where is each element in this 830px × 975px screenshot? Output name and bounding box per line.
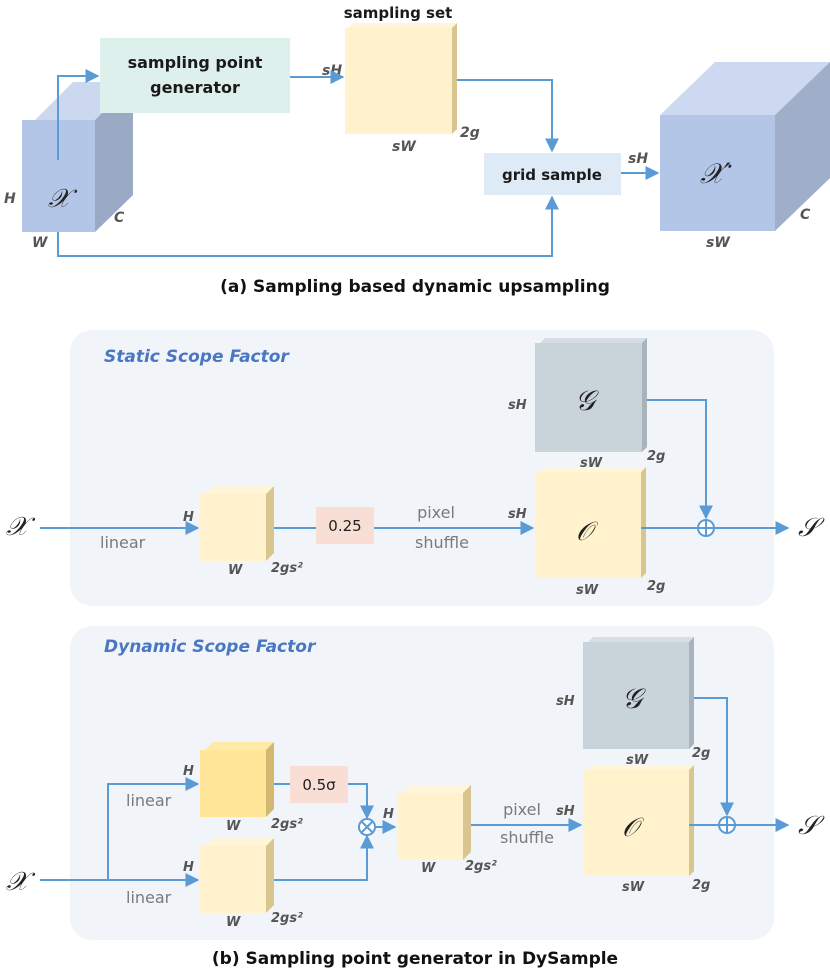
dynamic-bottom-h-label: H: [183, 860, 194, 875]
input-h-label: H: [4, 191, 16, 207]
dynamic-linear-bottom-label: linear: [126, 888, 172, 907]
input-w-label: W: [32, 235, 48, 251]
sampling-set-2g-label: 2g: [460, 125, 480, 141]
grid-sample-sh-label: sH: [628, 151, 648, 167]
dynamic-arrow-factor-to-mul: [348, 783, 374, 820]
dynamic-arrow-g-to-sum: [694, 697, 734, 817]
dynamic-g-sw-label: sW: [626, 753, 649, 768]
dynamic-o-sw-label: sW: [622, 880, 645, 895]
dynamic-o-cube: [583, 765, 694, 876]
dynamic-output-symbol: 𝒮: [798, 811, 825, 841]
dynamic-top-c-label: 2gs²: [271, 817, 303, 832]
dynamic-top-h-label: H: [183, 764, 194, 779]
caption-b: (b) Sampling point generator in DySample: [212, 949, 618, 969]
input-cube-a: [22, 82, 133, 232]
static-offset-cube: [200, 486, 274, 561]
dynamic-middle-h-label: H: [383, 807, 394, 822]
dynamic-pixel-label: pixel: [503, 800, 541, 819]
dynamic-shuffle-label: shuffle: [500, 828, 554, 847]
grid-sample-label: grid sample: [502, 166, 602, 184]
dynamic-factor-label: 0.5σ: [302, 776, 336, 794]
dynamic-o-sh-label: sH: [556, 804, 575, 819]
dynamic-panel-title: Dynamic Scope Factor: [104, 637, 317, 657]
static-cube-h-label: H: [183, 510, 194, 525]
sampling-point-generator-box: [100, 38, 290, 113]
sampling-set-title: sampling set: [344, 4, 453, 22]
output-symbol-a: 𝒳′: [700, 157, 732, 190]
static-arrow-g-to-sum: [647, 399, 713, 520]
static-cube-w-label: W: [228, 563, 243, 578]
static-g-sh-label: sH: [508, 398, 527, 413]
dynamic-input-symbol: 𝒳: [6, 867, 36, 897]
arrow-input-to-generator: [57, 69, 100, 160]
dynamic-multiply-icon: [358, 818, 376, 836]
static-panel-title: Static Scope Factor: [104, 347, 290, 367]
dynamic-arrow-linear-top: [107, 777, 200, 880]
static-linear-label: linear: [100, 533, 146, 552]
static-o-2g-label: 2g: [647, 579, 665, 594]
static-input-symbol: 𝒳: [6, 512, 36, 542]
static-panel: [70, 330, 774, 606]
arrow-input-to-grid: [57, 195, 559, 257]
static-pixel-label: pixel: [417, 503, 455, 522]
dynamic-top-w-label: W: [226, 819, 241, 834]
arrow-set-to-grid: [457, 79, 559, 153]
static-o-cube: [535, 467, 646, 578]
output-cube-a: [660, 62, 830, 231]
static-o-sh-label: sH: [508, 507, 527, 522]
input-c-label: C: [114, 210, 125, 226]
dynamic-bottom-cube: [200, 838, 274, 913]
dynamic-bottom-c-label: 2gs²: [271, 911, 303, 926]
dynamic-middle-cube: [397, 785, 471, 860]
output-c-label: C: [800, 207, 811, 223]
dynamic-linear-top-label: linear: [126, 791, 172, 810]
static-cube-c-label: 2gs²: [271, 561, 303, 576]
dynamic-middle-c-label: 2gs²: [465, 859, 497, 874]
output-sw-label: sW: [706, 235, 730, 251]
static-output-symbol: 𝒮: [798, 513, 825, 543]
dynamic-top-cube: [200, 742, 274, 817]
sampling-set-sw-label: sW: [392, 139, 416, 155]
dynamic-middle-w-label: W: [421, 861, 436, 876]
sampling-set-cube: [345, 23, 457, 134]
static-g-cube: [535, 338, 647, 452]
dynamic-factor-box: [290, 766, 348, 803]
static-g-2g-label: 2g: [647, 449, 665, 464]
generator-label-line1: sampling point: [128, 53, 263, 72]
grid-sample-box: [484, 153, 621, 195]
static-o-sw-label: sW: [576, 583, 599, 598]
static-sum-icon: [697, 519, 715, 537]
dynamic-g-cube: [583, 637, 694, 749]
dynamic-arrow-bottom-to-mul: [274, 834, 374, 881]
generator-label-line2: generator: [150, 78, 240, 97]
static-factor-box: [316, 507, 374, 544]
dynamic-g-2g-label: 2g: [692, 746, 710, 761]
dynamic-o-2g-label: 2g: [692, 878, 710, 893]
dynamic-sum-icon: [718, 816, 736, 834]
dynamic-bottom-w-label: W: [226, 915, 241, 930]
static-factor-label: 0.25: [328, 517, 361, 535]
caption-a: (a) Sampling based dynamic upsampling: [220, 277, 610, 297]
dynamic-g-sh-label: sH: [556, 694, 575, 709]
static-shuffle-label: shuffle: [415, 533, 469, 552]
